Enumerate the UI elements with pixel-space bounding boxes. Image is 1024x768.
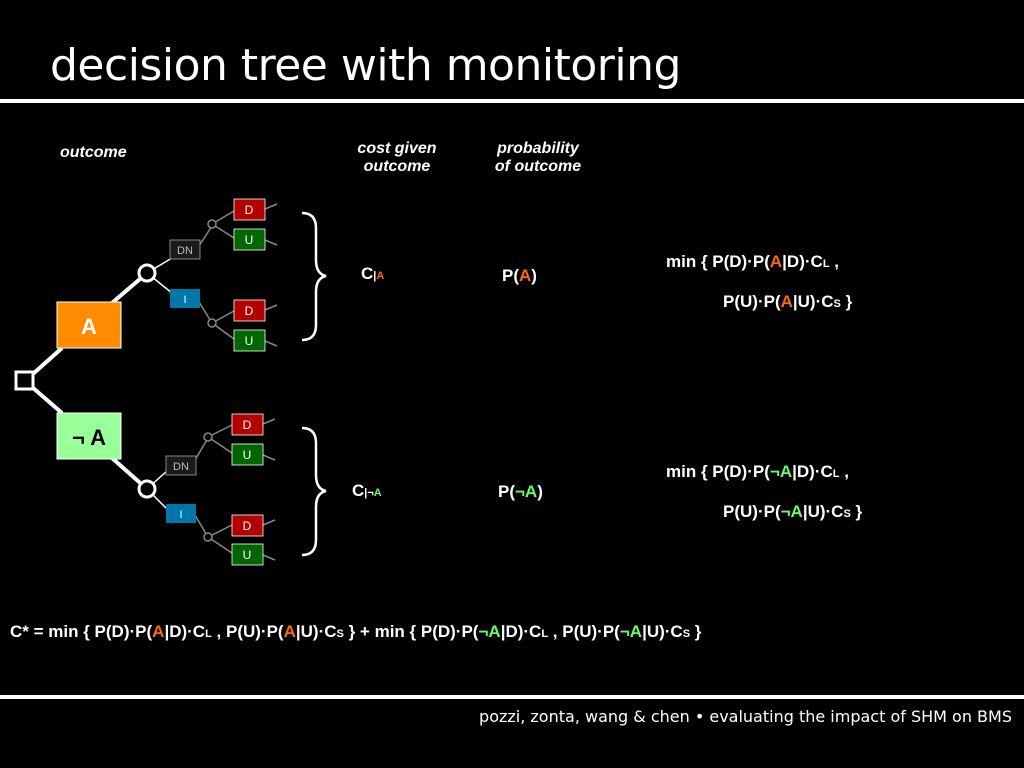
small-node	[207, 219, 217, 229]
cost-header-line1: cost given	[357, 140, 437, 157]
prob-nota: P(¬A)	[498, 482, 543, 501]
formula-a-line2: P(U)·P(A|U)·CS }	[723, 292, 853, 311]
prob-header-line2: of outcome	[494, 158, 582, 175]
dn-label: DN	[173, 461, 189, 473]
i-label: I	[179, 509, 182, 521]
leaf-d-label: D	[243, 418, 252, 432]
branch-a-box	[56, 301, 122, 349]
leaf-d-label: D	[245, 304, 254, 318]
leaf-d	[233, 299, 266, 322]
slide-title: decision tree with monitoring	[50, 40, 681, 91]
footer-text: pozzi, zonta, wang & chen • evaluating t…	[479, 707, 1012, 726]
leaf-u	[233, 228, 266, 251]
footer-rule	[0, 695, 1024, 699]
leaf-d	[233, 198, 266, 221]
probability-header: probability of outcome	[478, 140, 598, 176]
small-node	[207, 318, 217, 328]
branch-nota-box	[56, 412, 122, 460]
leaf-u	[231, 543, 264, 566]
dn-box-bottom	[165, 455, 197, 476]
brace-bottom	[301, 426, 327, 557]
cost-nota: C|¬A	[352, 481, 382, 500]
leaf-u-label: U	[245, 334, 254, 348]
total-cost-formula: C* = min { P(D)·P(A|D)·CL , P(U)·P(A|U)·…	[10, 622, 702, 641]
chance-node-top	[137, 263, 157, 283]
leaf-u	[233, 329, 266, 352]
leaf-u-label: U	[243, 548, 252, 562]
dn-label: DN	[177, 245, 193, 257]
chance-node-bottom	[137, 479, 157, 499]
leaf-u	[231, 443, 264, 466]
dn-box-top	[169, 239, 201, 260]
formula-a-line1: min { P(D)·P(A|D)·CL ,	[666, 252, 839, 271]
small-node	[203, 432, 213, 442]
i-box-bottom	[166, 504, 196, 523]
i-label: I	[183, 294, 186, 306]
outcome-header: outcome	[60, 144, 127, 161]
small-node	[203, 532, 213, 542]
branch-a-label: A	[81, 314, 97, 339]
title-rule	[0, 99, 1024, 103]
prob-a: P(A)	[502, 266, 537, 285]
formula-nota-line1: min { P(D)·P(¬A|D)·CL ,	[666, 462, 849, 481]
decision-node	[14, 370, 35, 391]
formula-nota-line2: P(U)·P(¬A|U)·CS }	[723, 502, 863, 521]
branch-nota-label: ¬ A	[72, 425, 106, 450]
cost-header-line2: outcome	[363, 158, 431, 175]
leaf-d-label: D	[243, 519, 252, 533]
cost-header: cost given outcome	[340, 140, 454, 176]
leaf-d	[231, 413, 264, 436]
brace-top	[301, 211, 327, 342]
i-box-top	[170, 289, 200, 308]
prob-header-line1: probability	[497, 140, 579, 157]
leaf-u-label: U	[245, 233, 254, 247]
leaf-d	[231, 514, 264, 537]
cost-a: C|A	[361, 264, 385, 283]
leaf-u-label: U	[243, 448, 252, 462]
leaf-d-label: D	[245, 203, 254, 217]
